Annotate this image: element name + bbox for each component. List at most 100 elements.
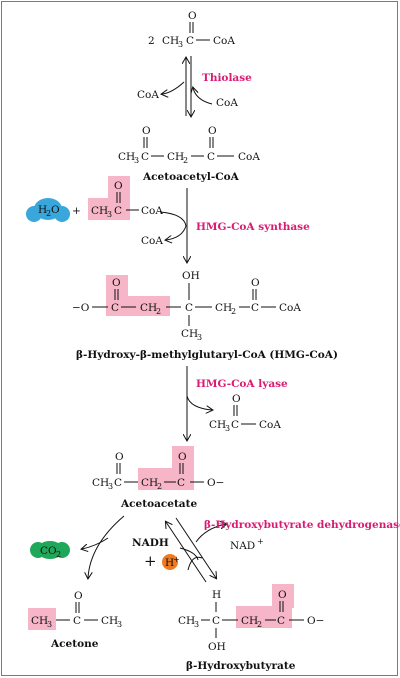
acetone-ch3b-sub: 3 — [117, 620, 122, 629]
hmg-ch2b-sub: 2 — [231, 307, 236, 316]
hplus-sup: + — [173, 555, 180, 564]
bhb-h: H — [212, 589, 221, 601]
nadh-input-curve — [179, 547, 199, 561]
acetone: O CH 3 C CH 3 Acetone — [28, 590, 122, 650]
lyase-product-arrow — [186, 395, 212, 410]
acetoacetate-o1: O — [115, 451, 124, 463]
bhb-ch2: CH — [241, 615, 258, 627]
synthase-coa-release-arrow — [166, 225, 187, 240]
acetoacetyl-coa-label: CoA — [238, 151, 260, 163]
hplus-ion-icon: H + — [162, 554, 180, 570]
acetone-highlight — [28, 608, 56, 630]
acetyl-carbonyl-o: O — [188, 10, 197, 22]
acetyl-add-c: C — [114, 205, 122, 217]
acetyl-highlight-bottom — [88, 198, 130, 220]
hmg-coa-lyase-label: HMG-CoA lyase — [196, 378, 288, 390]
nad-sup: + — [257, 537, 264, 546]
bhb-dehydrogenase-label: β-Hydroxybutyrate dehydrogenase — [204, 519, 400, 531]
lyase-prod-c: C — [231, 419, 239, 431]
acetyl-highlight-top — [108, 176, 130, 200]
co2-molecule-icon: CO 2 — [30, 541, 70, 559]
water-sub: 2 — [46, 209, 51, 218]
acetoacetyl-ch3: CH — [118, 151, 135, 163]
hmg-o-minus: −O — [72, 302, 90, 314]
hmg-coa-lyase-step: HMG-CoA lyase O CH 3 C CoA — [187, 366, 288, 440]
hmg-c1: C — [111, 302, 119, 314]
reduction-branch: β-Hydroxybutyrate dehydrogenase NAD + NA… — [132, 517, 400, 583]
acetoacetate-o-minus: O− — [207, 477, 224, 489]
reduction-reverse-arrow — [166, 522, 207, 583]
hmg-coa-name: β-Hydroxy-β-methylglutaryl-CoA (HMG-CoA) — [76, 349, 338, 361]
bhb-c2: C — [277, 615, 285, 627]
hplus-circle — [162, 554, 178, 570]
acetyl-c: C — [186, 35, 194, 47]
coa-input-arrow — [193, 88, 213, 105]
acetone-ch3b: CH — [101, 615, 118, 627]
acetoacetyl-c1: C — [141, 151, 149, 163]
water-molecule-icon: H 2 O — [26, 198, 70, 222]
acetyl-ch: CH — [162, 35, 179, 47]
hplus-input-curve — [187, 556, 203, 571]
lyase-prod-sub: 3 — [225, 424, 230, 433]
lyase-prod-coa: CoA — [259, 419, 281, 431]
nadh-plus: + — [144, 552, 157, 570]
acetoacetate-c2: C — [177, 477, 185, 489]
acetone-c: C — [73, 615, 81, 627]
water-h: H — [38, 204, 47, 216]
acetoacetate-ch3-sub: 3 — [108, 482, 113, 491]
hmg-ch2a-sub: 2 — [156, 307, 161, 316]
acetyl-coa-reactant: O 2 CH 3 C CoA — [148, 10, 235, 49]
hmg-o2: O — [251, 277, 260, 289]
acetoacetate-o2: O — [178, 451, 187, 463]
acetoacetyl-ch2: CH — [167, 151, 184, 163]
acetoacetate-ch3: CH — [92, 477, 109, 489]
bhb-name: β-Hydroxybutyrate — [186, 660, 296, 672]
hmg-ch3: CH — [181, 328, 198, 340]
acetoacetate-highlight-top — [172, 446, 194, 470]
water-o-atom — [34, 198, 62, 220]
bhb-o-minus: O− — [307, 615, 324, 627]
bhb-highlight-top — [272, 584, 294, 608]
hmg-coa-synthase-label: HMG-CoA synthase — [196, 221, 310, 233]
bhb-highlight-bottom — [236, 606, 292, 628]
hmg-coa-synthase-step: H 2 O + O CH 3 C CoA HMG-CoA synthase Co… — [26, 176, 310, 262]
bhb-ch3: CH — [178, 615, 195, 627]
acetone-o: O — [74, 590, 83, 602]
hmg-ch2a: CH — [140, 302, 157, 314]
hmg-ch3-sub: 3 — [197, 333, 202, 342]
acetoacetyl-coa-name: Acetoacetyl-CoA — [142, 171, 240, 183]
nad-label: NAD — [230, 540, 255, 552]
hmg-o1: O — [112, 277, 121, 289]
acetoacetate-ch2: CH — [141, 477, 158, 489]
acetoacetyl-ch3-sub: 3 — [134, 156, 139, 165]
acetoacetyl-o1: O — [142, 125, 151, 137]
bhb-o: O — [278, 589, 287, 601]
hplus-label: H — [165, 557, 174, 569]
acetyl-add-o: O — [114, 180, 123, 192]
hmg-ch2b: CH — [215, 302, 232, 314]
bhb-c1: C — [212, 615, 220, 627]
acetoacetate: O O CH 3 C CH 2 C O− Acetoacetate — [92, 446, 224, 510]
lyase-prod-ch: CH — [209, 419, 226, 431]
acetone-ch3a: CH — [31, 615, 48, 627]
acetoacetyl-c2: C — [207, 151, 215, 163]
co2-label: CO — [40, 545, 57, 557]
nadh-label: NADH — [132, 537, 169, 549]
coa-release-arrow — [162, 81, 185, 94]
acetone-name: Acetone — [50, 638, 99, 650]
thiolase-step: Thiolase CoA CoA — [137, 56, 252, 116]
co2-sub: 2 — [56, 550, 61, 559]
acetyl-ch-sub: 3 — [178, 40, 183, 49]
acetoacetyl-o2: O — [208, 125, 217, 137]
acetoacetate-name: Acetoacetate — [120, 498, 197, 510]
reduction-forward-arrow — [175, 517, 216, 578]
acetyl-add-ch: CH — [91, 205, 108, 217]
acetyl-coa: CoA — [213, 35, 235, 47]
thiolase-product-coa: CoA — [137, 89, 159, 101]
decarboxylation-branch: CO 2 — [30, 515, 125, 578]
nad-release-arrow — [195, 524, 226, 543]
bhb-ch2-sub: 2 — [257, 620, 262, 629]
acetone-ch3a-sub: 3 — [47, 620, 52, 629]
